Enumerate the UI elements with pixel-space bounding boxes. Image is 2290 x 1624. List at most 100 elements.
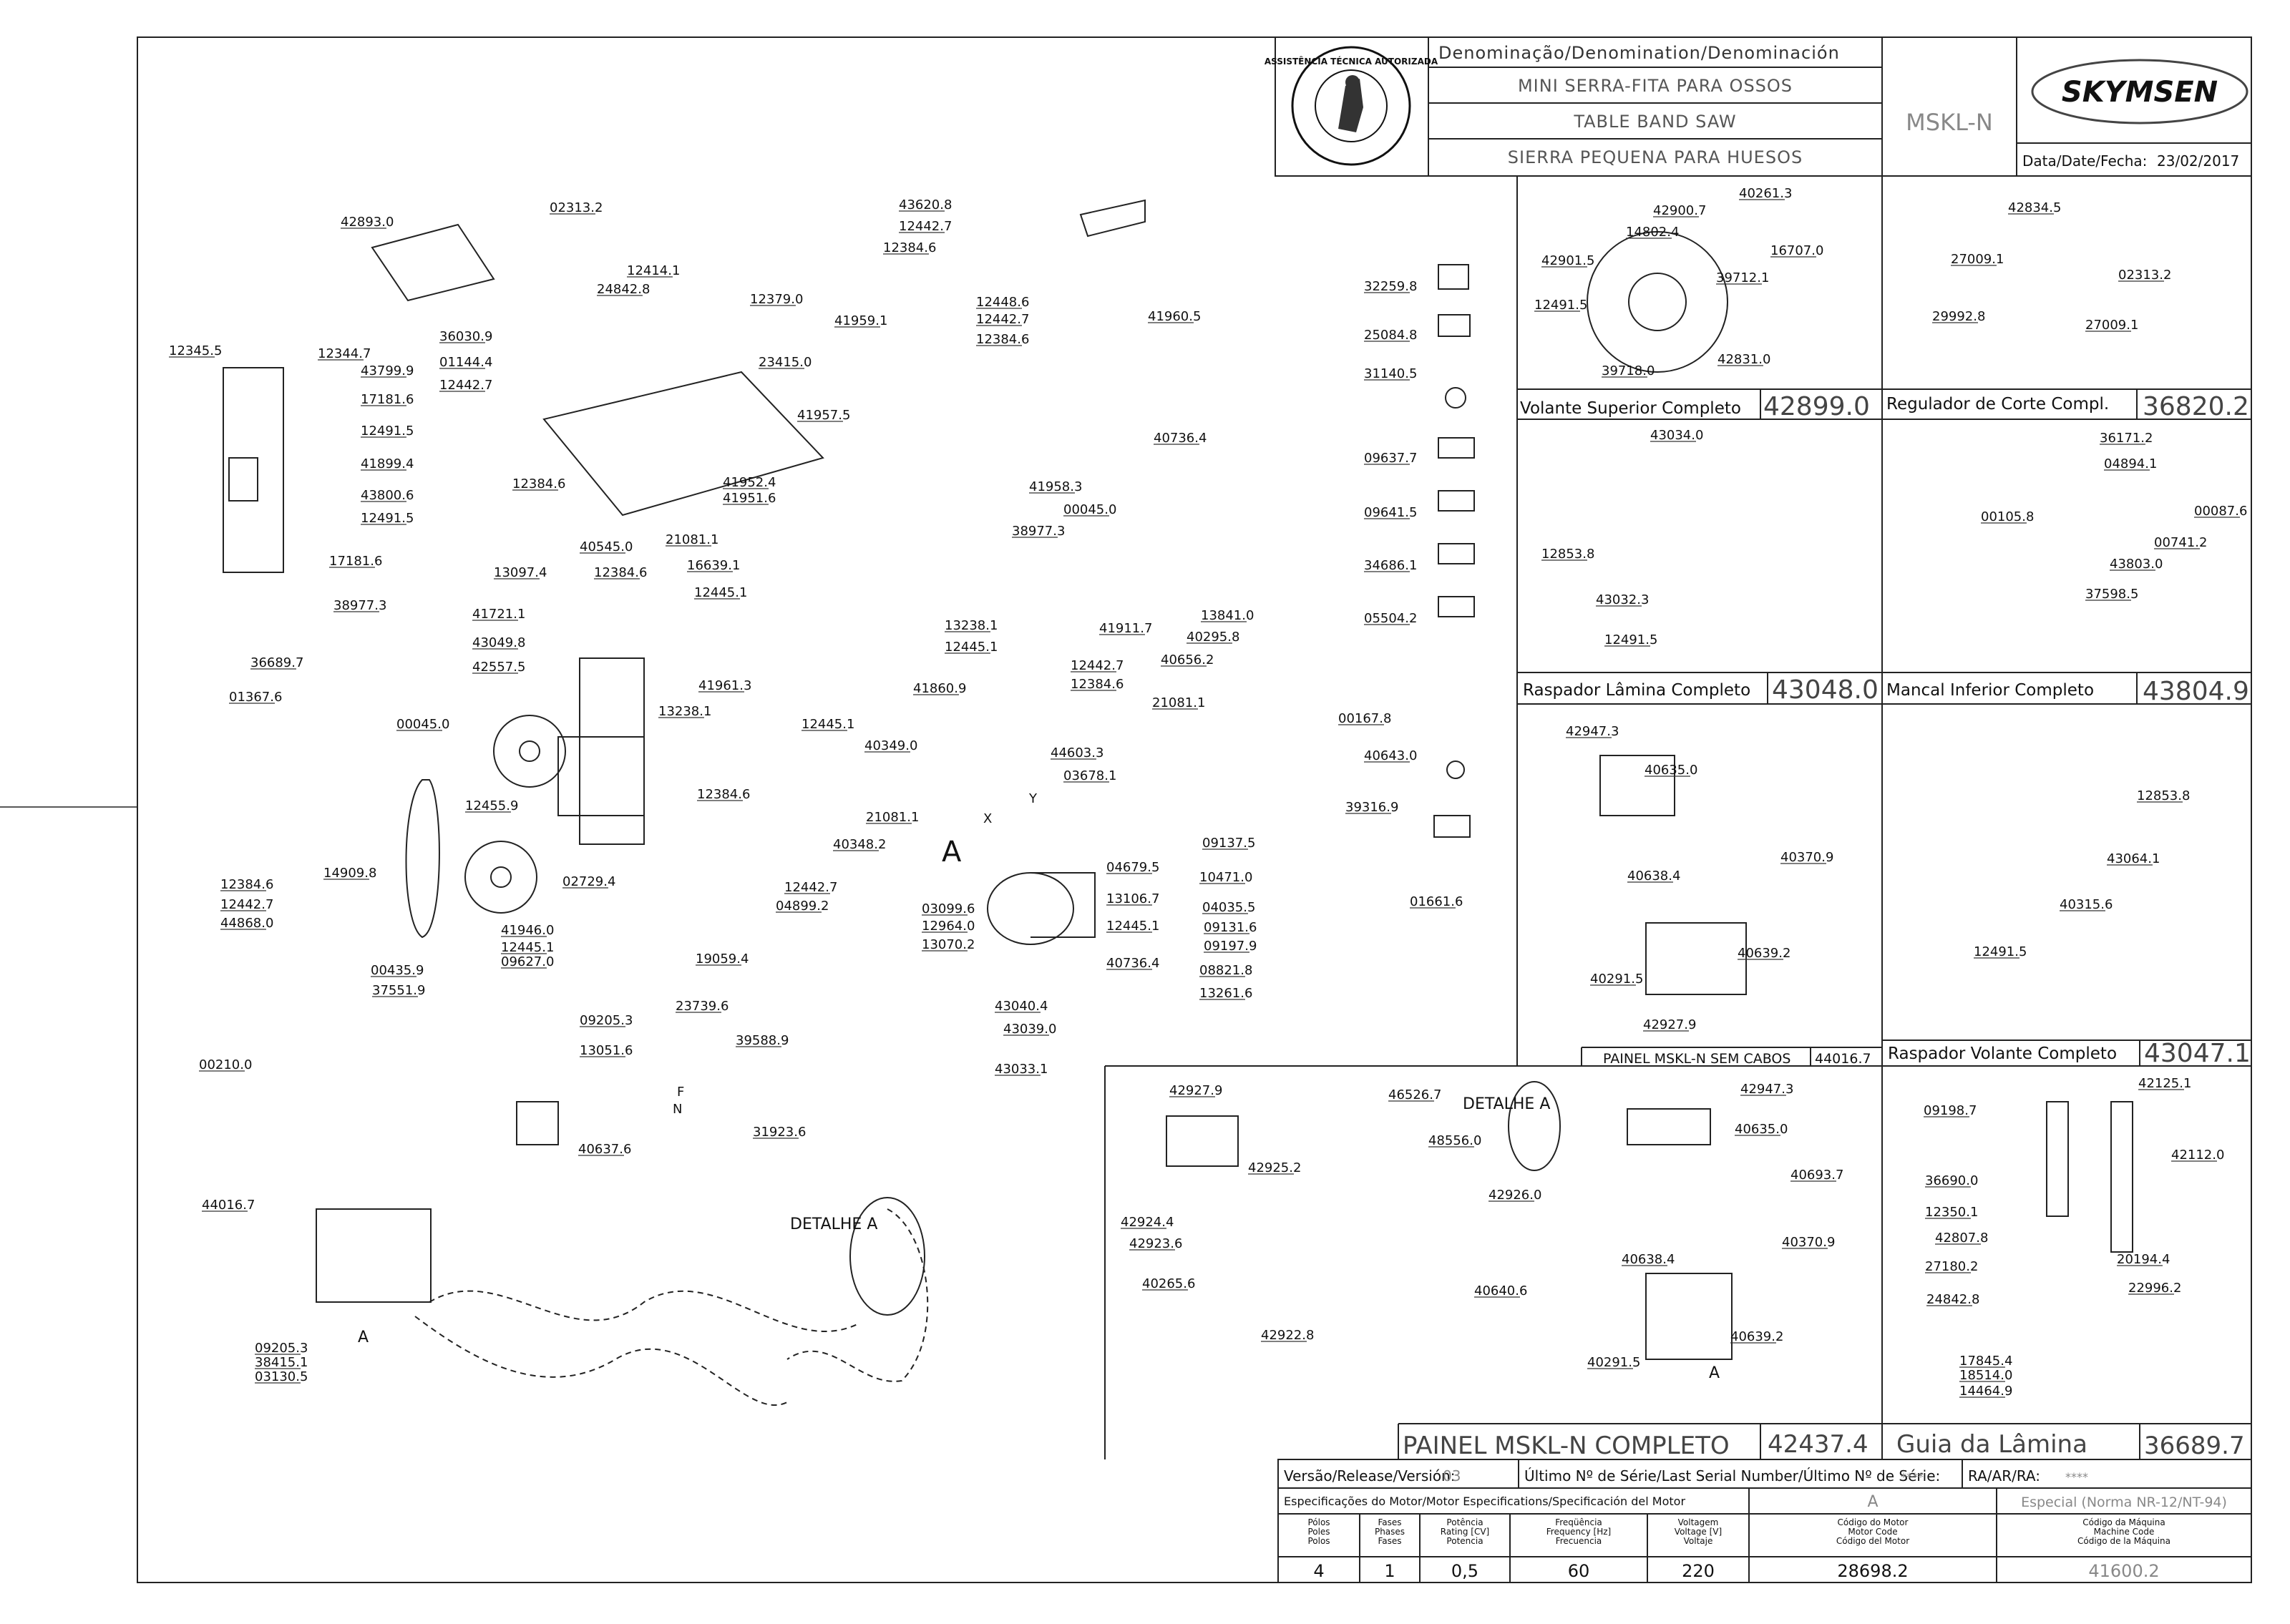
part-number-label: 12445.1 [802, 717, 854, 732]
assembly-name-1: Volante Superior Completo [1520, 399, 1741, 418]
brand-logo: SKYMSEN [2031, 59, 2248, 124]
brand-name: SKYMSEN [2062, 76, 2218, 109]
part-number-label: 13261.6 [1199, 986, 1252, 1001]
assembly-name-6: Raspador Volante Completo [1888, 1045, 2117, 1063]
name-en: TABLE BAND SAW [1573, 112, 1736, 132]
part-number-label: 00087.6 [2194, 504, 2247, 519]
part-number-label: 41961.3 [698, 678, 751, 693]
part-number-label: 43033.1 [995, 1062, 1048, 1077]
part-number-label: 12384.6 [883, 240, 936, 255]
detail-label: X [983, 811, 992, 826]
part-number-label: 21081.1 [866, 810, 919, 825]
assembly-grid [1104, 176, 2251, 1459]
assembly-name-5: PAINEL MSKL-N SEM CABOS [1603, 1051, 1790, 1067]
part-number-label: 12442.7 [220, 897, 273, 912]
part-number-label: 40639.2 [1730, 1329, 1783, 1344]
part-number-label: 01367.6 [229, 690, 282, 705]
detail-label: A [1709, 1364, 1720, 1382]
part-number-label: 09205.3 [580, 1013, 633, 1028]
part-number-label: 05504.2 [1364, 611, 1417, 626]
part-number-label: 40265.6 [1142, 1276, 1195, 1291]
assembly-code-3: 43048.0 [1772, 675, 1879, 705]
detail-label: A [942, 836, 962, 869]
part-number-label: 36690.0 [1925, 1173, 1978, 1188]
part-number-label: 42923.6 [1129, 1236, 1182, 1251]
part-number-label: 41860.9 [913, 681, 966, 696]
part-number-label: 38977.3 [1012, 524, 1065, 539]
part-number-label: 36171.2 [2100, 431, 2153, 446]
part-number-label: 34686.1 [1364, 558, 1417, 573]
assembly-code-6: 43047.1 [2144, 1039, 2251, 1068]
part-number-label: 04894.1 [2104, 456, 2157, 471]
motor-spec-label: Especificações do Motor/Motor Especifica… [1284, 1495, 1685, 1508]
value-machine-code: 41600.2 [2088, 1561, 2159, 1581]
ra-value: **** [2065, 1470, 2088, 1484]
part-number-label: 40261.3 [1739, 186, 1792, 201]
part-number-label: 09205.3 [255, 1341, 308, 1356]
part-number-label: 42893.0 [341, 215, 394, 230]
part-number-label: 12445.1 [694, 585, 747, 600]
part-number-label: 21081.1 [1152, 695, 1205, 710]
part-number-label: 40295.8 [1187, 630, 1239, 645]
part-number-label: 43800.6 [361, 488, 414, 503]
part-number-label: 42807.8 [1935, 1231, 1988, 1246]
part-number-label: 40545.0 [580, 539, 633, 554]
part-number-label: 16639.1 [687, 558, 740, 573]
part-number-label: 13070.2 [922, 937, 975, 952]
part-number-label: 44016.7 [202, 1198, 255, 1213]
part-number-label: 22996.2 [2128, 1281, 2181, 1296]
part-number-label: 41959.1 [834, 313, 887, 328]
part-number-label: 40315.6 [2060, 897, 2113, 912]
part-number-label: 40637.6 [578, 1142, 631, 1157]
part-number-label: 41721.1 [472, 607, 525, 622]
part-number-label: 41911.7 [1099, 621, 1152, 636]
assembly-code-5: 44016.7 [1815, 1051, 1871, 1067]
part-number-label: 36689.7 [250, 655, 303, 670]
seal-text: ASSISTÊNCIA TÉCNICA AUTORIZADA [1265, 56, 1438, 67]
part-number-label: 13238.1 [945, 618, 998, 633]
part-number-label: 42901.5 [1541, 253, 1594, 268]
part-number-label: 14464.9 [1959, 1384, 2012, 1399]
part-number-label: 12448.6 [976, 295, 1029, 310]
special-label: Especial (Norma NR-12/NT-94) [2021, 1495, 2227, 1510]
part-number-label: 19059.4 [696, 952, 749, 967]
part-number-label: 39316.9 [1345, 800, 1398, 815]
seal-logo [1291, 46, 1411, 166]
detail-label: DETALHE A [1463, 1095, 1550, 1113]
denomination-label: Denominação/Denomination/Denominación [1438, 43, 1840, 63]
part-number-label: 12853.8 [1541, 547, 1594, 562]
assembly-name-3: Raspador Lâmina Completo [1523, 681, 1750, 700]
part-number-label: 17845.4 [1959, 1354, 2012, 1369]
part-number-label: 09627.0 [501, 954, 554, 969]
part-number-label: 12384.6 [594, 565, 647, 580]
part-number-label: 12345.5 [169, 343, 222, 358]
part-number-label: 00741.2 [2154, 535, 2207, 550]
version-value: 03 [1443, 1467, 1461, 1484]
assembly-name-4: Mancal Inferior Completo [1886, 681, 2094, 700]
part-number-label: 43620.8 [899, 197, 952, 212]
part-number-label: 40370.9 [1782, 1235, 1835, 1250]
part-number-label: 40370.9 [1780, 850, 1833, 865]
assembly-code-8: 36689.7 [2144, 1432, 2245, 1460]
serial-label: Último Nº de Série/Last Serial Number/Úl… [1524, 1467, 1940, 1484]
value-frequency: 60 [1568, 1561, 1590, 1581]
part-number-label: 09198.7 [1924, 1103, 1977, 1118]
part-number-label: 42900.7 [1653, 203, 1706, 218]
assembly-name-7: PAINEL MSKL-N COMPLETO [1403, 1432, 1730, 1460]
part-number-label: 36030.9 [439, 329, 492, 344]
part-number-label: 12384.6 [697, 787, 750, 802]
part-number-label: 40736.4 [1154, 431, 1207, 446]
part-number-label: 09131.6 [1204, 920, 1257, 935]
part-number-label: 43799.9 [361, 363, 414, 378]
serial-value: **** [1901, 1470, 1924, 1484]
part-number-label: 12384.6 [220, 877, 273, 892]
part-number-label: 42125.1 [2138, 1076, 2191, 1091]
outer-frame [137, 36, 2252, 1583]
